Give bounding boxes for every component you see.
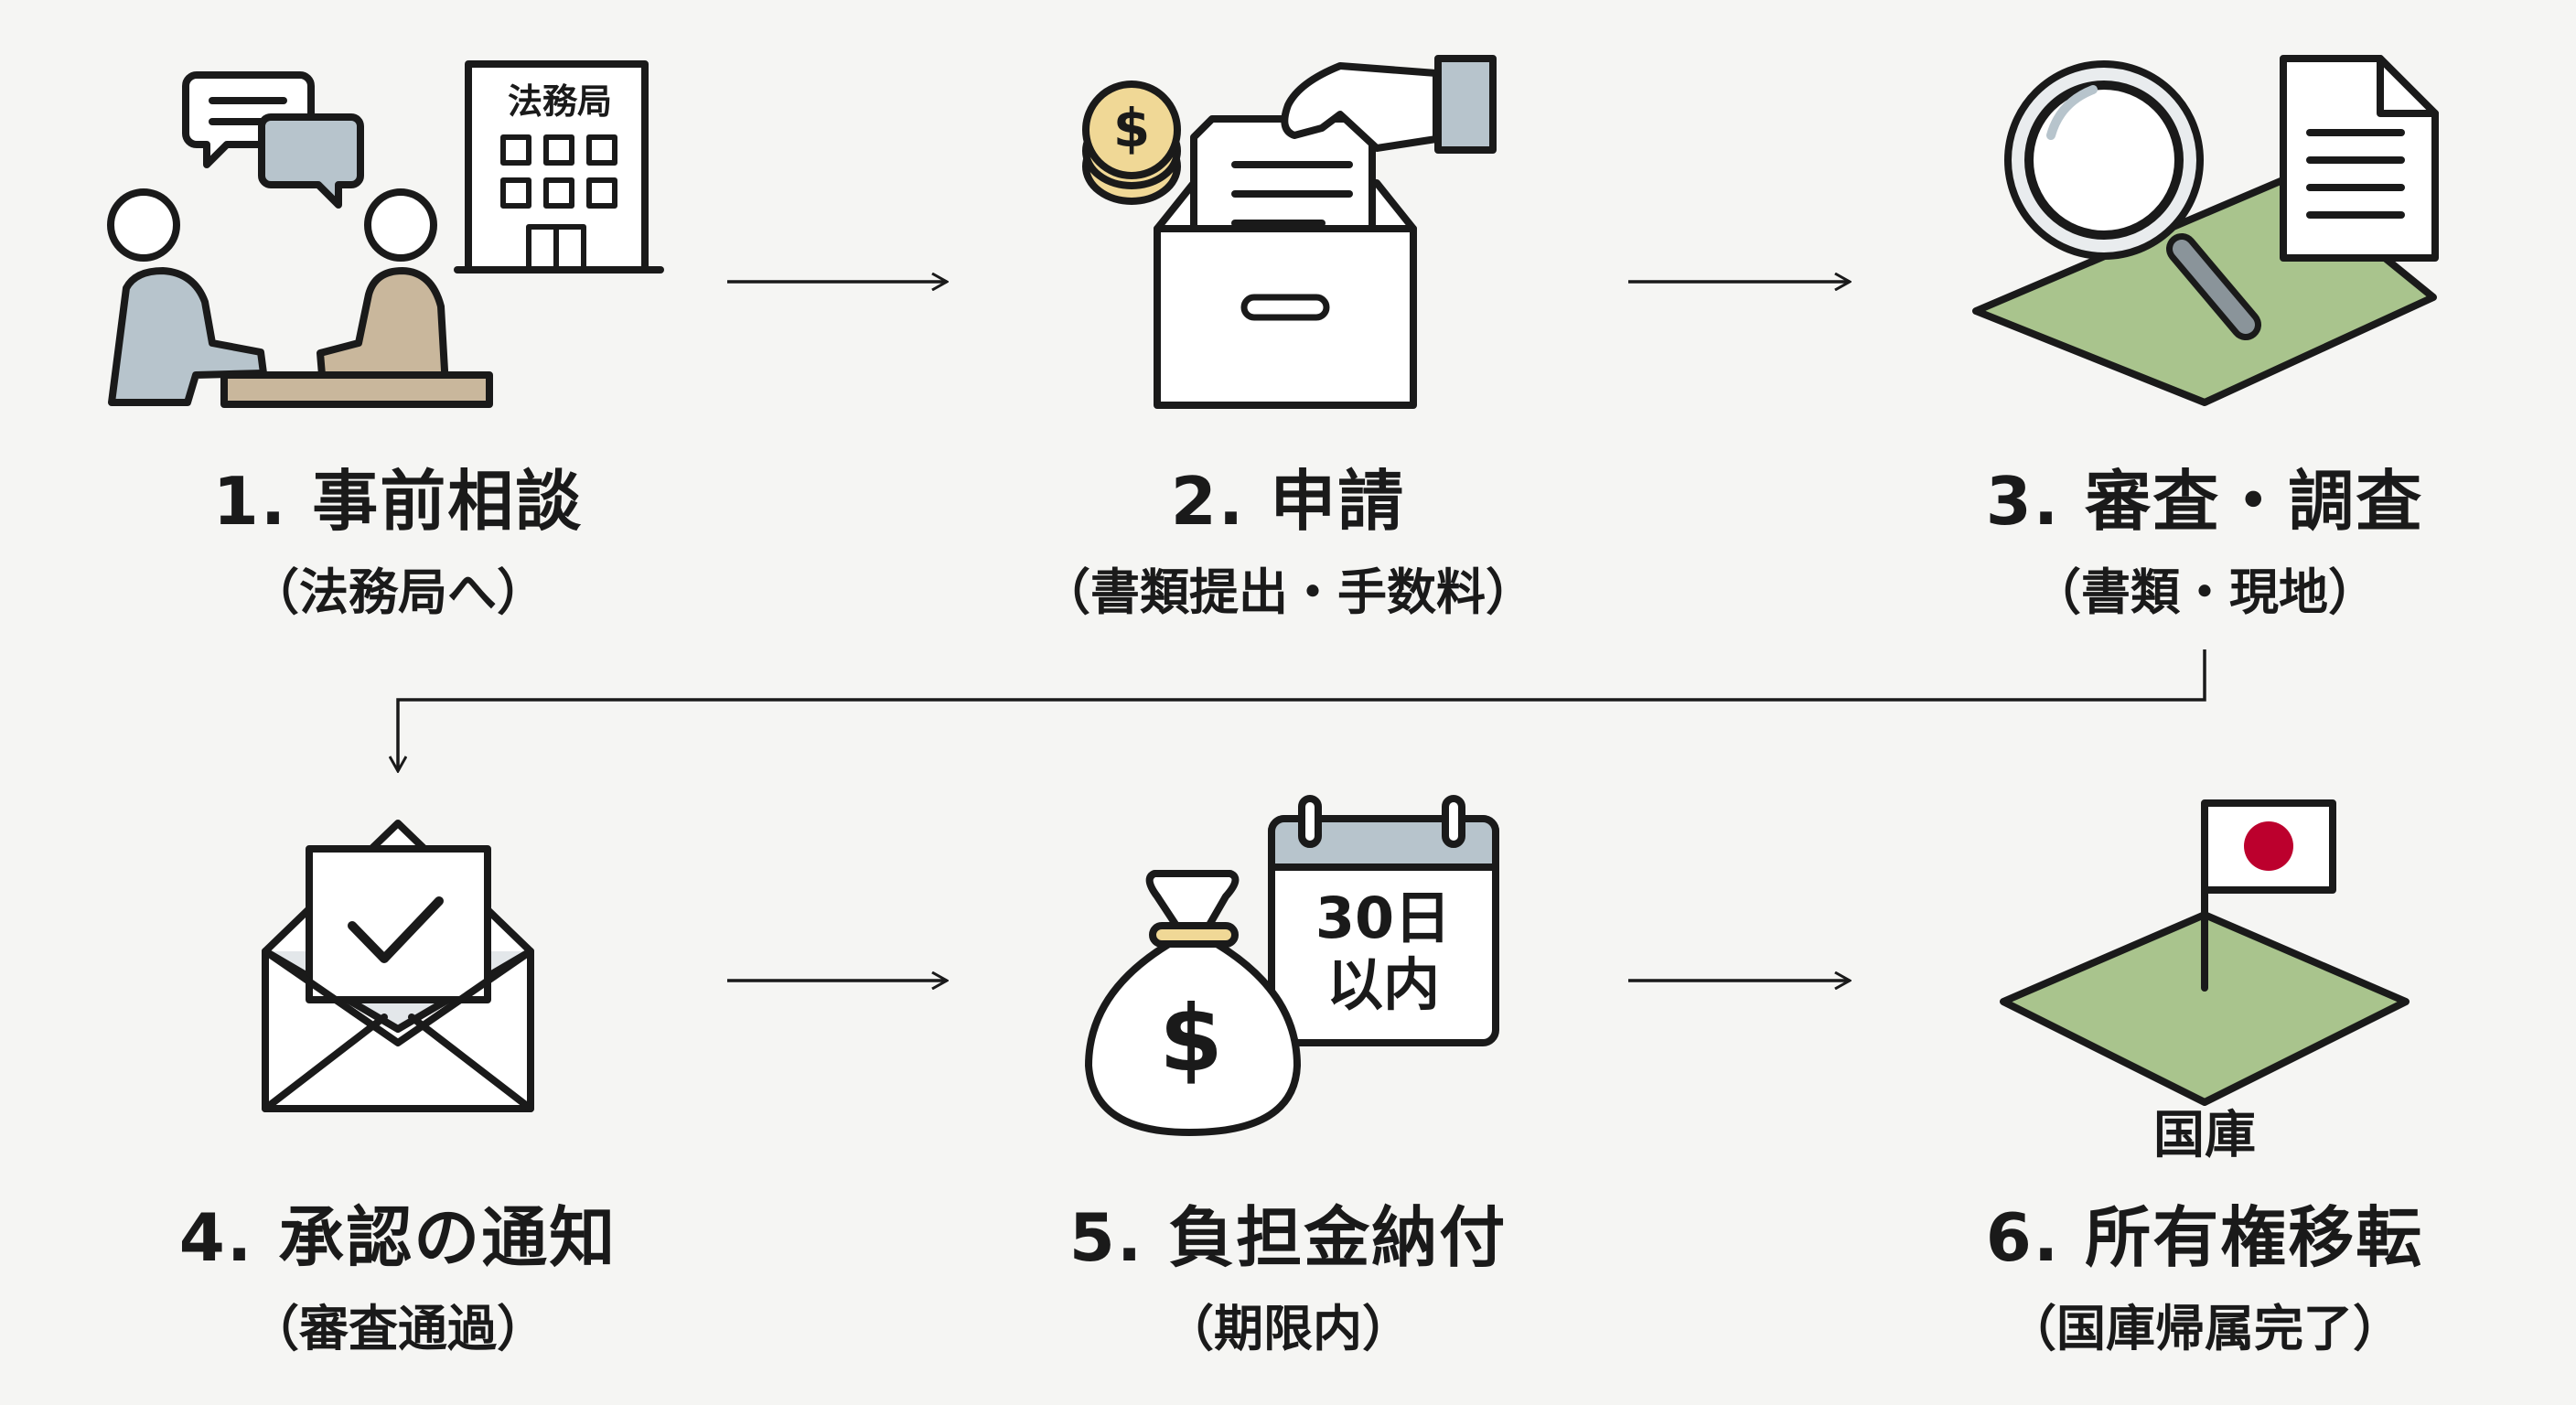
step-3-label: 3. 審査・調査 （書類・現地） [1857, 462, 2552, 625]
step-subtitle: （法務局へ） [250, 563, 546, 621]
calendar-text-line1: 30日 [1315, 885, 1451, 951]
step-title: 4. 承認の通知 [178, 1199, 617, 1276]
step-subtitle: （期限内） [1165, 1300, 1411, 1357]
step-subtitle: （国庫帰属完了） [2007, 1300, 2402, 1357]
flag-land-icon [2000, 799, 2410, 1106]
step-title: 6. 所有権移転 [1985, 1199, 2424, 1276]
building-sign-label: 法務局 [508, 81, 612, 122]
step-6-label: 6. 所有権移転 （国庫帰属完了） [1857, 1198, 2552, 1361]
envelope-check-icon [262, 820, 534, 1112]
dollar-coin-symbol: $ [1113, 97, 1150, 159]
consultation-icon [107, 60, 664, 408]
step-title: 2. 申請 [1170, 463, 1406, 540]
inspection-icon [1972, 55, 2439, 406]
step-title: 1. 事前相談 [212, 463, 584, 540]
step-1-label: 1. 事前相談 （法務局へ） [50, 462, 746, 625]
step-subtitle: （審査通過） [250, 1300, 546, 1357]
step-title: 3. 審査・調査 [1985, 463, 2424, 540]
step-5-label: 5. 負担金納付 （期限内） [940, 1198, 1636, 1361]
calendar-text-line2: 以内 [1326, 951, 1440, 1018]
application-box-icon [1082, 55, 1497, 409]
step-subtitle: （書類・現地） [2032, 563, 2377, 621]
step-4-label: 4. 承認の通知 （審査通過） [50, 1198, 746, 1361]
money-bag-calendar-icon [1085, 795, 1499, 1136]
land-label: 国庫 [2153, 1106, 2256, 1165]
step-2-label: 2. 申請 （書類提出・手数料） [940, 462, 1636, 625]
step-title: 5. 負担金納付 [1068, 1199, 1508, 1276]
step-subtitle: （書類提出・手数料） [1041, 563, 1535, 621]
arrow-3-to-4 [398, 649, 2206, 771]
money-bag-dollar-symbol: $ [1159, 985, 1223, 1092]
